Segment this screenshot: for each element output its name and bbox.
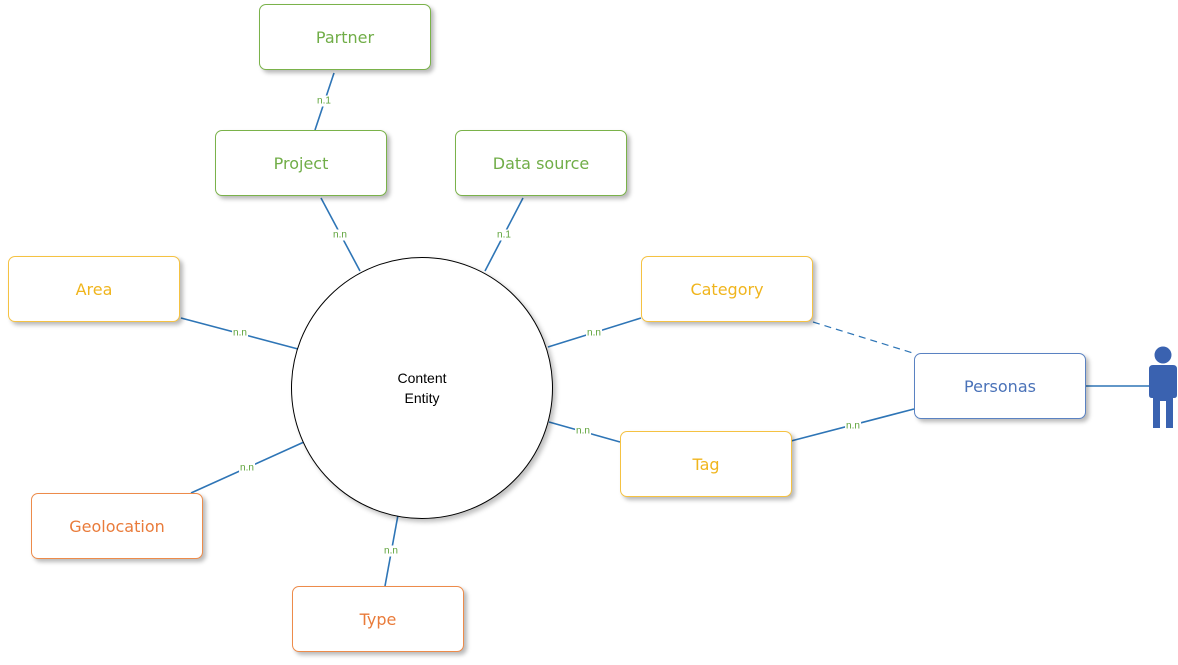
node-type[interactable]: Type: [292, 586, 464, 652]
content-entity-circle[interactable]: Content Entity: [291, 257, 553, 519]
node-category-label: Category: [690, 279, 764, 299]
node-type-label: Type: [359, 609, 397, 629]
node-geolocation-label: Geolocation: [69, 516, 165, 536]
line-category-personas: [812, 321, 917, 355]
label-geolocation-content: n.n: [239, 462, 255, 474]
node-data-source[interactable]: Data source: [455, 130, 627, 196]
content-entity-line2: Entity: [404, 390, 440, 406]
label-area-content: n.n: [232, 327, 248, 339]
node-area-label: Area: [75, 279, 113, 299]
label-project-content: n.n: [332, 229, 348, 241]
node-personas[interactable]: Personas: [914, 353, 1086, 419]
node-area[interactable]: Area: [8, 256, 180, 322]
node-project-label: Project: [273, 153, 329, 173]
label-tag-content: n.n: [575, 425, 591, 437]
label-datasource-content: n.1: [496, 229, 512, 241]
node-personas-label: Personas: [964, 376, 1036, 396]
label-type-content: n.n: [383, 545, 399, 557]
person-icon: [1149, 346, 1177, 428]
node-category[interactable]: Category: [641, 256, 813, 322]
node-tag-label: Tag: [692, 454, 720, 474]
label-tag-personas: n.n: [845, 420, 861, 432]
content-entity-line1: Content: [397, 370, 447, 386]
node-data-source-label: Data source: [492, 153, 590, 173]
node-tag[interactable]: Tag: [620, 431, 792, 497]
node-partner-label: Partner: [315, 27, 375, 47]
node-project[interactable]: Project: [215, 130, 387, 196]
label-category-content: n.n: [586, 327, 602, 339]
node-partner[interactable]: Partner: [259, 4, 431, 70]
label-partner-project: n.1: [316, 95, 332, 107]
node-geolocation[interactable]: Geolocation: [31, 493, 203, 559]
